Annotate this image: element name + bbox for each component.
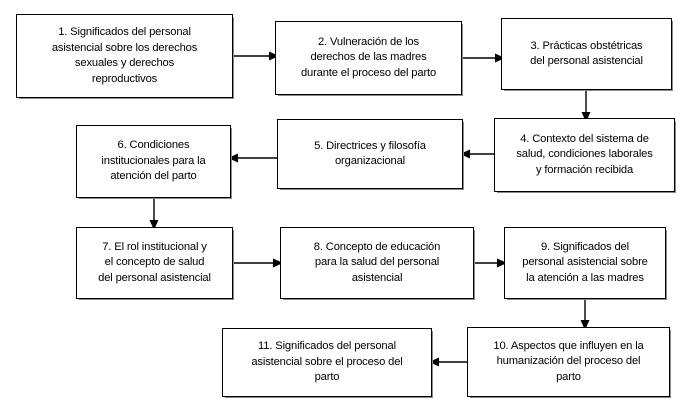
- flowchart-node-4[interactable]: 4. Contexto del sistema de salud, condic…: [494, 118, 675, 192]
- flowchart-node-1[interactable]: 1. Significados del personal asistencial…: [16, 14, 233, 98]
- connector-9-to-10: [580, 298, 590, 330]
- flowchart-node-8[interactable]: 8. Concepto de educación para la salud d…: [280, 227, 474, 299]
- flowchart-node-10[interactable]: 10. Aspectos que influyen en la humaniza…: [467, 327, 670, 397]
- connector-7-to-8: [232, 258, 283, 268]
- flowchart-node-5-label: 5. Directrices y filosofía organizaciona…: [314, 139, 426, 168]
- flowchart-node-6-label: 6. Condiciones institucionales para la a…: [101, 139, 206, 183]
- flowchart-node-8-label: 8. Concepto de educación para la salud d…: [313, 240, 441, 284]
- connector-1-to-2: [233, 51, 279, 61]
- flowchart-node-9-label: 9. Significados del personal asistencial…: [522, 240, 648, 284]
- connector-3-to-4: [581, 90, 591, 122]
- connector-4-to-5: [460, 149, 498, 159]
- flowchart-node-5[interactable]: 5. Directrices y filosofía organizaciona…: [277, 119, 463, 189]
- flowchart-node-7[interactable]: 7. El rol institucional y el concepto de…: [76, 227, 233, 299]
- flowchart-node-11[interactable]: 11. Significados del personal asistencia…: [222, 328, 432, 397]
- connector-10-to-11: [429, 357, 470, 367]
- flowchart-node-11-label: 11. Significados del personal asistencia…: [251, 340, 403, 384]
- flowchart-node-10-label: 10. Aspectos que influyen en la humaniza…: [493, 339, 644, 383]
- connector-8-to-9: [473, 258, 507, 268]
- flowchart-node-7-label: 7. El rol institucional y el concepto de…: [98, 240, 211, 284]
- flowchart-node-1-label: 1. Significados del personal asistencial…: [51, 26, 198, 85]
- connector-6-to-7: [149, 197, 159, 230]
- flowchart-node-9[interactable]: 9. Significados del personal asistencial…: [504, 227, 666, 299]
- connector-2-to-3: [462, 53, 505, 63]
- flowchart-node-6[interactable]: 6. Condiciones institucionales para la a…: [76, 125, 231, 198]
- flowchart-node-3-label: 3. Prácticas obstétricas del personal as…: [530, 39, 643, 68]
- flowchart-node-3[interactable]: 3. Prácticas obstétricas del personal as…: [501, 18, 672, 90]
- flowchart-node-2[interactable]: 2. Vulneración de los derechos de las ma…: [275, 21, 462, 95]
- connector-5-to-6: [228, 153, 280, 163]
- flowchart-node-2-label: 2. Vulneración de los derechos de las ma…: [300, 35, 437, 79]
- flowchart-node-4-label: 4. Contexto del sistema de salud, condic…: [516, 132, 653, 176]
